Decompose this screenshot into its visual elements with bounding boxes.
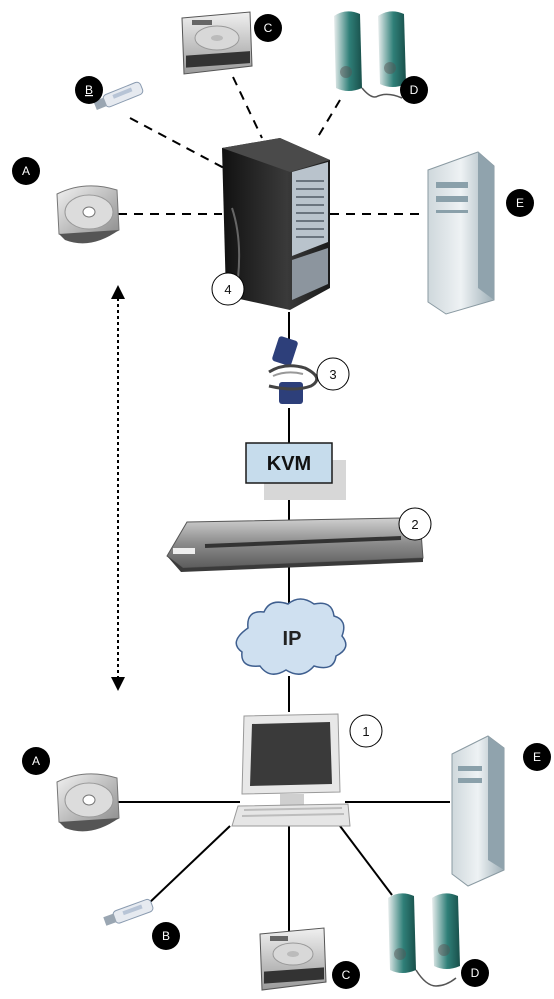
badge-e-bottom: E [523, 743, 551, 771]
ip-cloud-icon: IP [235, 598, 347, 675]
svg-text:4: 4 [224, 282, 231, 297]
svg-text:E: E [533, 750, 541, 764]
number-badges: 4 3 2 1 [211, 272, 432, 748]
hard-drive-icon [181, 11, 253, 75]
top-connections [118, 76, 420, 215]
client-workstation-icon [231, 713, 351, 827]
svg-text:B: B [85, 83, 93, 97]
svg-text:B: B [162, 929, 170, 943]
svg-text:E: E [516, 196, 524, 210]
cdrom-drive-icon [56, 773, 120, 832]
link-server-speakers [315, 99, 341, 141]
svg-text:2: 2 [411, 517, 418, 532]
speakers-icon [334, 11, 406, 99]
step-badge-2: 2 [398, 507, 432, 541]
link-client-speakers [339, 825, 393, 896]
svg-text:A: A [32, 754, 40, 768]
kvm-switch-icon [166, 517, 424, 572]
link-client-usb [147, 825, 231, 905]
ip-label: IP [283, 628, 302, 650]
usb-drive-icon [103, 898, 154, 926]
svg-text:C: C [264, 21, 273, 35]
link-server-hdd [232, 76, 263, 139]
svg-text:1: 1 [362, 724, 369, 739]
badge-b-top: B [75, 76, 103, 104]
step-badge-1: 1 [349, 714, 383, 748]
top-badges: C B D A E [12, 14, 534, 217]
badge-d-top: D [400, 76, 428, 104]
step-badge-3: 3 [316, 357, 350, 391]
badge-e-top: E [506, 189, 534, 217]
badge-c-top: C [254, 14, 282, 42]
kvm-box: KVM [245, 442, 346, 500]
svg-text:C: C [342, 968, 351, 982]
badge-a-bottom: A [22, 747, 50, 775]
badge-b-bottom: B [152, 922, 180, 950]
cdrom-drive-icon [56, 185, 120, 244]
svg-text:3: 3 [329, 367, 336, 382]
svg-text:D: D [471, 966, 480, 980]
kvm-cable-icon [268, 336, 319, 404]
link-server-usb [129, 117, 225, 169]
bottom-badges: A E B C D [22, 743, 551, 989]
server-icon [222, 138, 330, 310]
badge-d-bottom: D [461, 959, 489, 987]
badge-a-top: A [12, 157, 40, 185]
step-badge-4: 4 [211, 272, 245, 306]
badge-c-bottom: C [332, 961, 360, 989]
pc-tower-icon [451, 735, 505, 887]
kvm-label: KVM [267, 453, 311, 475]
speakers-icon [388, 893, 460, 987]
pc-tower-icon [427, 151, 495, 315]
svg-text:A: A [22, 164, 30, 178]
bottom-connections [118, 801, 450, 950]
svg-text:D: D [410, 83, 419, 97]
hard-drive-icon [259, 927, 327, 991]
